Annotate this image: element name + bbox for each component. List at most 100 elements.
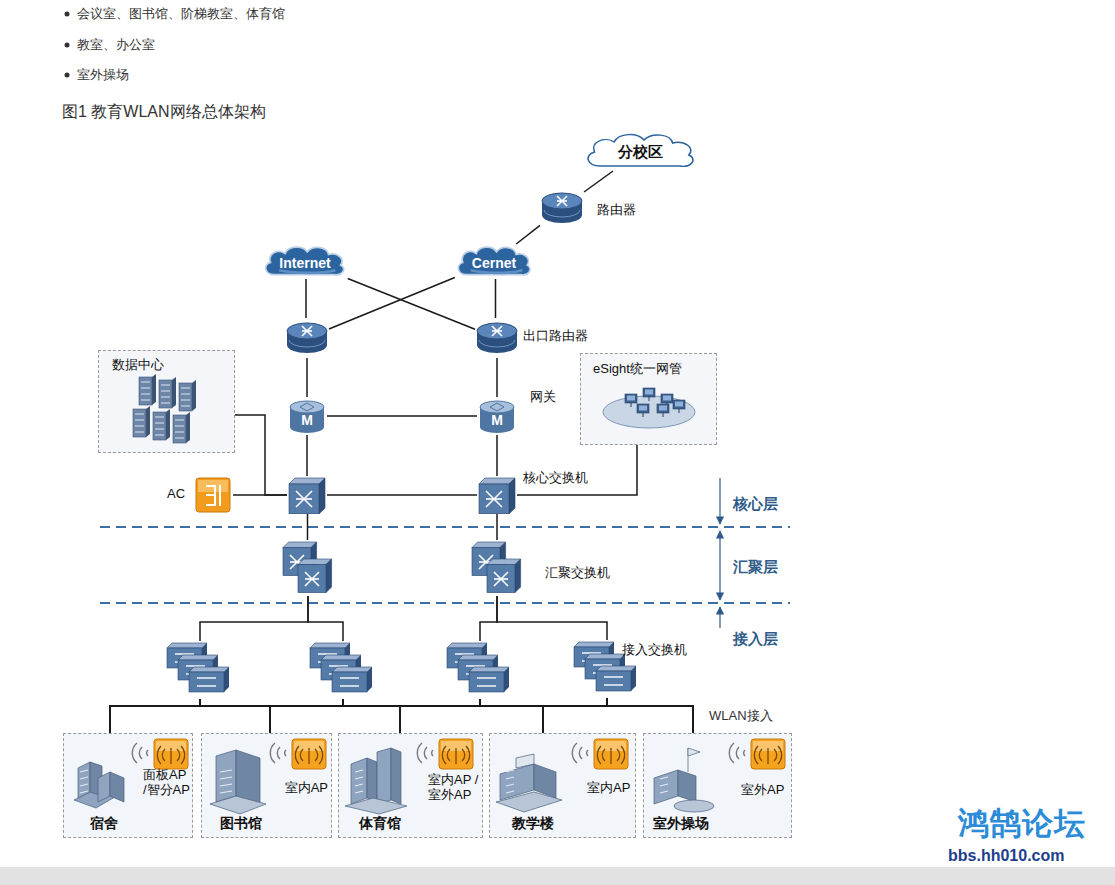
- node-text: 数据中心: [112, 357, 164, 373]
- ac-node: AC: [193, 475, 233, 515]
- data-center-box: 数据中心: [98, 350, 235, 453]
- node-text: 汇聚交换机: [545, 565, 610, 581]
- layer-label: 接入层: [733, 631, 778, 647]
- aggregation-switch-icon: [470, 540, 524, 596]
- node-text: eSight统一网管: [593, 361, 682, 377]
- node-text: 网关: [530, 389, 556, 405]
- network-link: [270, 698, 607, 733]
- node-text: 教学楼: [512, 815, 554, 831]
- network-link: [270, 699, 343, 733]
- network-link: [480, 596, 497, 641]
- network-link: [306, 358, 308, 397]
- layer-label: 汇聚层: [733, 559, 778, 575]
- management-box: eSight统一网管: [580, 353, 717, 445]
- layer-bracket: [719, 478, 720, 524]
- cloud-node: Internet: [262, 244, 347, 279]
- figure-title: 图1 教育WLAN网络总体架构: [62, 104, 266, 120]
- node-text: 室外AP: [741, 782, 784, 797]
- aggregation-switch-icon: [281, 540, 335, 596]
- access-switch-icon: [308, 641, 378, 699]
- layer-divider: [100, 602, 790, 604]
- ac-icon: [193, 475, 233, 515]
- network-link: [200, 699, 543, 733]
- network-link: [307, 514, 309, 540]
- watermark: 鸿鹄论坛: [958, 806, 1086, 842]
- network-link: [200, 699, 400, 733]
- network-link: [607, 698, 693, 733]
- wlan-area-box: 室外AP 室外操场: [643, 733, 792, 838]
- layer-label: 核心层: [733, 496, 778, 512]
- network-link: [110, 698, 607, 733]
- network-link: [110, 699, 480, 733]
- node-text: 接入交换机: [622, 642, 687, 658]
- network-link: [329, 278, 455, 330]
- footer-band: [0, 867, 1115, 885]
- node-text: 出口路由器: [523, 328, 588, 344]
- node-text: 室内AP: [285, 780, 328, 795]
- access-switch-icon: [165, 641, 235, 699]
- core-switch-node: [287, 476, 327, 514]
- network-link: [233, 494, 287, 496]
- network-link: [305, 279, 307, 318]
- cloud-node: 分校区: [583, 131, 698, 171]
- node-text: 核心交换机: [523, 470, 588, 486]
- access-switch-node: [165, 641, 235, 699]
- bullet-dot: [65, 43, 70, 48]
- network-link: [497, 596, 607, 640]
- access-switch-node: 接入交换机: [572, 640, 642, 698]
- watermark-url: bbs.hh010.com: [948, 848, 1064, 864]
- layer-divider: [100, 526, 790, 528]
- core-switch-node: 核心交换机: [477, 476, 517, 514]
- core-switch-icon: [287, 476, 327, 514]
- network-link: [306, 435, 308, 476]
- network-link: [235, 415, 287, 495]
- network-link: [496, 358, 498, 397]
- node-text: 路由器: [597, 202, 636, 218]
- node-text: 宿舍: [90, 815, 118, 831]
- network-link: [343, 699, 400, 733]
- node-text: 体育馆: [359, 815, 401, 831]
- gateway-node: M网关: [477, 397, 517, 435]
- aggregation-switch-node: 汇聚交换机: [470, 540, 524, 596]
- network-link: [200, 699, 693, 733]
- network-link: [348, 279, 475, 330]
- network-link: [327, 415, 477, 417]
- network-link: [495, 279, 497, 318]
- node-text: 室外操场: [653, 815, 709, 831]
- access-switch-node: [445, 641, 515, 699]
- bullet-dot: [65, 12, 70, 17]
- network-link: [343, 699, 693, 733]
- network-link: [200, 699, 270, 733]
- access-switch-node: [308, 641, 378, 699]
- network-link: [480, 699, 693, 733]
- network-link: [496, 514, 498, 540]
- network-link: [400, 699, 480, 733]
- aggregation-switch-node: [281, 540, 335, 596]
- node-text: AC: [167, 486, 185, 502]
- bullet-text: 教室、办公室: [77, 37, 155, 53]
- router-node: 出口路由器: [475, 318, 519, 358]
- bullet-text: 室外操场: [77, 67, 129, 83]
- network-link: [308, 596, 343, 641]
- node-text: Cernet: [455, 255, 533, 271]
- network-link: [480, 699, 543, 733]
- network-link: [200, 596, 308, 641]
- router-icon: [285, 318, 329, 358]
- network-link: [270, 699, 480, 733]
- cloud-node: Cernet: [455, 244, 533, 279]
- node-text: 室内AP: [587, 780, 630, 795]
- node-text: 面板AP /智分AP: [143, 767, 192, 797]
- wlan-area-box: 面板AP /智分AP 宿舍: [63, 733, 193, 838]
- node-text: 分校区: [583, 144, 698, 160]
- layer-bracket: [719, 531, 720, 600]
- network-link: [584, 171, 613, 192]
- bullet-dot: [65, 73, 70, 78]
- wlan-area-box: 室内AP图书馆: [201, 733, 332, 838]
- network-link: [343, 699, 543, 733]
- node-text: M: [477, 412, 517, 428]
- node-text: M: [287, 412, 327, 428]
- router-icon: [540, 188, 584, 228]
- core-switch-icon: [477, 476, 517, 514]
- node-text: Internet: [262, 255, 347, 271]
- wlan-area-box: 室内AP /室外AP体育馆: [338, 733, 483, 838]
